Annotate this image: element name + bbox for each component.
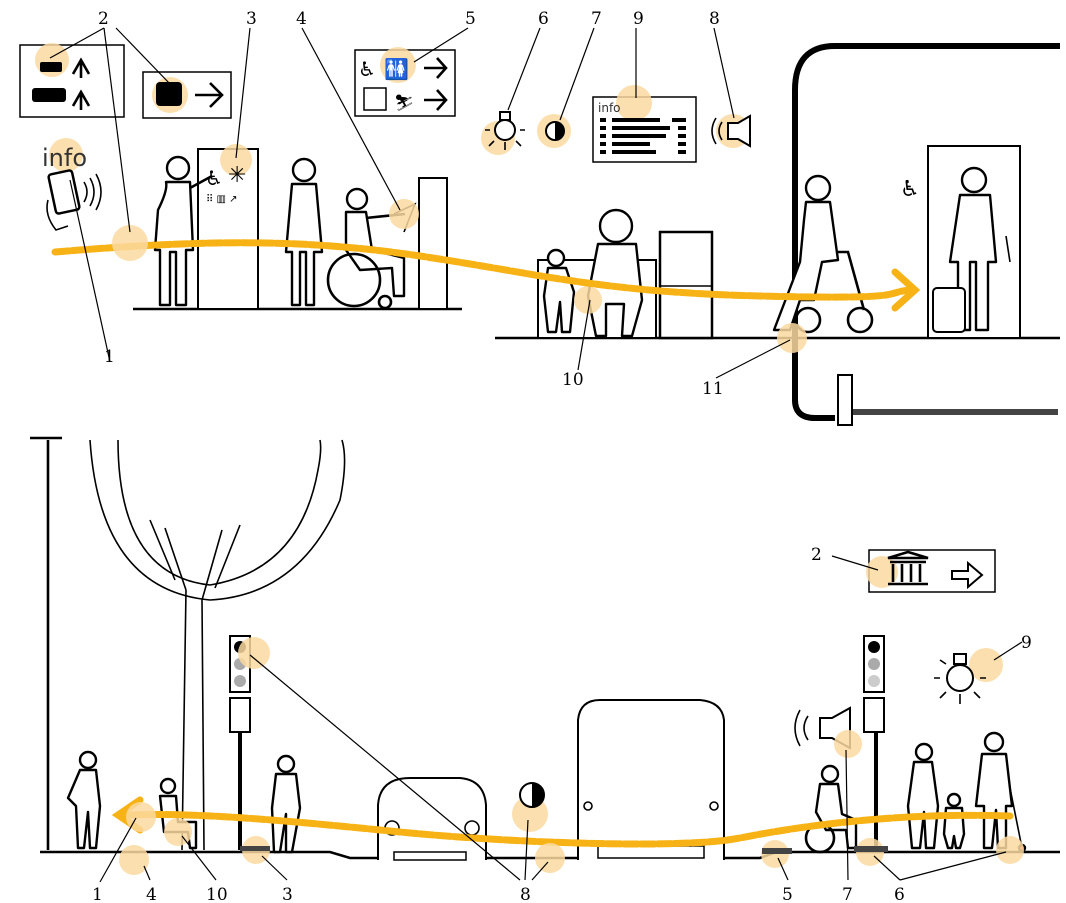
callout-b10: 10 xyxy=(206,885,228,903)
bench-scene xyxy=(538,210,712,338)
callout-1: 1 xyxy=(104,347,115,367)
info-phone: info xyxy=(42,138,101,230)
callout-4: 4 xyxy=(296,9,307,29)
callout-b4: 4 xyxy=(146,885,157,903)
callout-7: 7 xyxy=(591,9,602,29)
callout-b6: 6 xyxy=(894,885,905,903)
sign-taxi-bus xyxy=(20,43,124,117)
speaker-icon xyxy=(712,114,750,148)
info-board: info xyxy=(593,85,696,162)
person-cane xyxy=(976,733,1025,851)
adult-with-child xyxy=(908,744,964,848)
tactile-panel: ♿ ✳ ⠿ ▥ ↗ xyxy=(198,144,258,309)
person-standing xyxy=(286,159,322,305)
callout-b2: 2 xyxy=(811,545,822,565)
info-label: info xyxy=(42,144,87,172)
callout-b9: 9 xyxy=(1021,633,1032,653)
callout-10: 10 xyxy=(562,370,584,390)
info-board-label: info xyxy=(598,101,621,115)
callout-9: 9 xyxy=(633,9,644,29)
callout-b1: 1 xyxy=(92,885,103,903)
wheelchair-icon: ♿ xyxy=(358,57,376,81)
tree xyxy=(90,440,345,850)
light-icon-bottom xyxy=(934,648,1003,704)
tram xyxy=(578,700,724,860)
callout-b7: 7 xyxy=(842,885,853,903)
car xyxy=(378,778,486,860)
taxi-icon xyxy=(40,62,62,72)
callout-b8: 8 xyxy=(520,885,531,903)
contrast-icon-bottom xyxy=(512,783,548,832)
bus-step xyxy=(838,375,852,425)
light-icon xyxy=(481,112,525,155)
callout-2: 2 xyxy=(98,9,109,29)
callout-8: 8 xyxy=(709,9,720,29)
callout-11: 11 xyxy=(702,379,724,399)
sign-facilities: ♿ 🚻 ⛷ xyxy=(355,47,455,116)
seat-icon xyxy=(660,232,712,338)
bus-icon xyxy=(32,88,66,102)
top-scene: ♿ info ♿ ✳ xyxy=(20,9,1060,425)
contrast-icon xyxy=(537,114,571,148)
suitcase-icon xyxy=(933,288,965,332)
callout-3: 3 xyxy=(246,9,257,29)
bottom-scene: 1 4 10 3 8 5 7 6 2 9 xyxy=(30,438,1060,903)
callout-b3: 3 xyxy=(282,885,293,903)
person-wheelchair-bottom xyxy=(806,766,856,852)
compress-icon: ✳ xyxy=(228,163,246,188)
phone-icon xyxy=(48,170,80,214)
ticket-machine xyxy=(419,178,447,309)
callout-5: 5 xyxy=(465,9,476,29)
pedestrian-left xyxy=(68,752,100,848)
sign-museum xyxy=(866,550,995,592)
stairs-icon: ⛷ xyxy=(394,93,414,112)
wheelchair-icon: ♿ xyxy=(900,177,920,202)
person-rollator xyxy=(774,176,872,332)
sign-train xyxy=(143,72,231,118)
callout-6: 6 xyxy=(538,9,549,29)
train-icon xyxy=(156,82,182,106)
restroom-icon: 🚻 xyxy=(384,57,409,81)
cyclist xyxy=(272,756,300,852)
braille-icon: ⠿ ▥ ↗ xyxy=(206,194,238,205)
signal-waves-icon xyxy=(84,174,101,210)
callout-b5: 5 xyxy=(782,885,793,903)
